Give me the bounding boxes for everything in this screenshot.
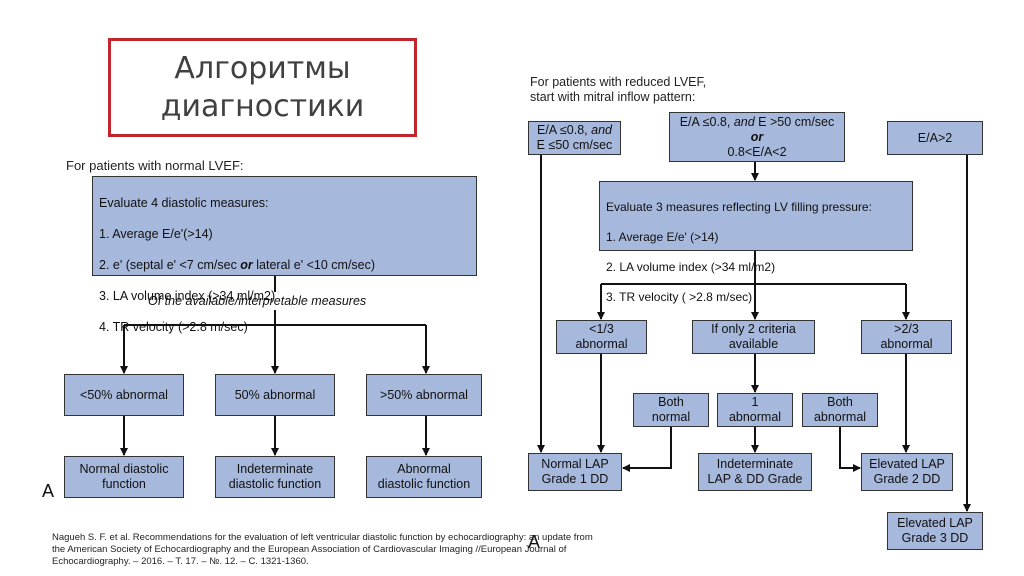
left-heading: For patients with normal LVEF: [66,158,244,173]
right-measures-box: Evaluate 3 measures reflecting LV fillin… [599,181,913,304]
left-measures-line-1: 1. Average E/e'(>14) [99,226,213,241]
rtl-line2: E ≤50 cm/sec [536,138,613,152]
left-l2-box-0: Normal diastolic function [64,456,184,498]
rtl-and: and [591,123,612,137]
rtm-line1-pre: E/A ≤0.8, [679,114,734,129]
right-outcome-2: Elevated LAP Grade 2 DD [861,453,953,491]
right-l2-box-2: Both abnormal [802,393,878,427]
rtm-and: and [733,114,755,129]
left-l2-box-1: Indeterminate diastolic function [215,456,335,498]
left-l1-box-2: >50% abnormal [366,374,482,416]
left-measures-line-4: 4. TR velocity (>2.8 m/sec) [99,319,248,334]
rtm-or: or [750,129,764,144]
right-l1-box-2: >2/3 abnormal [861,320,952,354]
rtm-line3: 0.8<E/A<2 [727,144,787,159]
right-l2-box-0: Both normal [633,393,709,427]
left-l2-box-2: Abnormal diastolic function [366,456,482,498]
right-measures-line-3: 3. TR velocity ( >2.8 m/sec) [606,290,753,304]
left-panel-letter: A [42,481,55,501]
right-measures-line-0: Evaluate 3 measures reflecting LV fillin… [606,200,872,214]
left-measures-box: Evaluate 4 diastolic measures: 1. Averag… [92,176,477,334]
right-top-box-right: E/A>2 [887,121,983,155]
rtl-line1: E/A ≤0.8, [537,123,592,137]
right-l1-box-0: <1/3 abnormal [556,320,647,354]
left-l1-box-0: <50% abnormal [64,374,184,416]
left-measures-line-2: 2. e' (septal e' <7 cm/sec [99,257,241,272]
branch-label: Of the available/interpretable measures [148,294,367,308]
right-outcome-3: Elevated LAP Grade 3 DD [887,512,983,550]
slide-title: Алгоритмы диагностики [160,50,365,124]
right-outcome-1: Indeterminate LAP & DD Grade [698,453,812,491]
right-measures-line-1: 1. Average E/e' (>14) [606,230,719,244]
left-l1-box-1: 50% abnormal [215,374,335,416]
right-l1-box-1: If only 2 criteria available [692,320,815,354]
right-panel-letter: A [528,532,541,552]
left-measures-line-3: 3. LA volume index (>34 ml/m2) [99,288,276,303]
right-heading-2: start with mitral inflow pattern: [530,90,696,104]
rtm-line1-post: E >50 cm/sec [754,114,835,129]
reference-citation: Nagueh S. F. et al. Recommendations for … [52,532,593,567]
right-measures-line-2: 2. LA volume index (>34 ml/m2) [606,260,776,274]
left-measures-line-2b: lateral e' <10 cm/sec) [252,257,376,272]
title-box: Алгоритмы диагностики [108,38,417,137]
right-outcome-0: Normal LAP Grade 1 DD [528,453,622,491]
left-measures-line-0: Evaluate 4 diastolic measures: [99,195,269,210]
right-heading-1: For patients with reduced LVEF, [530,75,707,89]
right-l2-box-1: 1 abnormal [717,393,793,427]
left-measures-or: or [240,257,253,272]
